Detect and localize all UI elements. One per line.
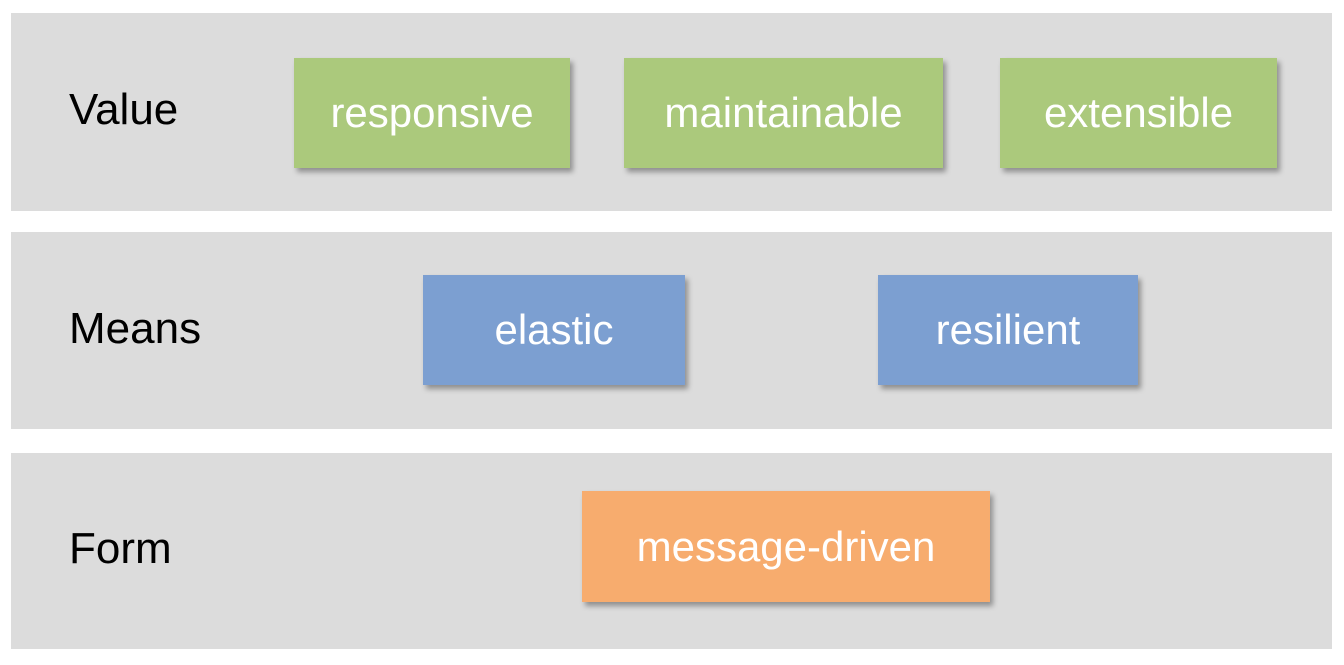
row-label-form: Form bbox=[69, 524, 172, 573]
trait-box-responsive: responsive bbox=[294, 58, 570, 168]
row-label-value: Value bbox=[69, 85, 179, 134]
row-label-means: Means bbox=[69, 303, 202, 353]
trait-box-message-driven: message-driven bbox=[582, 491, 990, 602]
trait-box-elastic: elastic bbox=[423, 275, 685, 385]
trait-box-extensible: extensible bbox=[1000, 58, 1277, 168]
trait-box-maintainable: maintainable bbox=[624, 58, 943, 168]
trait-box-resilient: resilient bbox=[878, 275, 1138, 385]
